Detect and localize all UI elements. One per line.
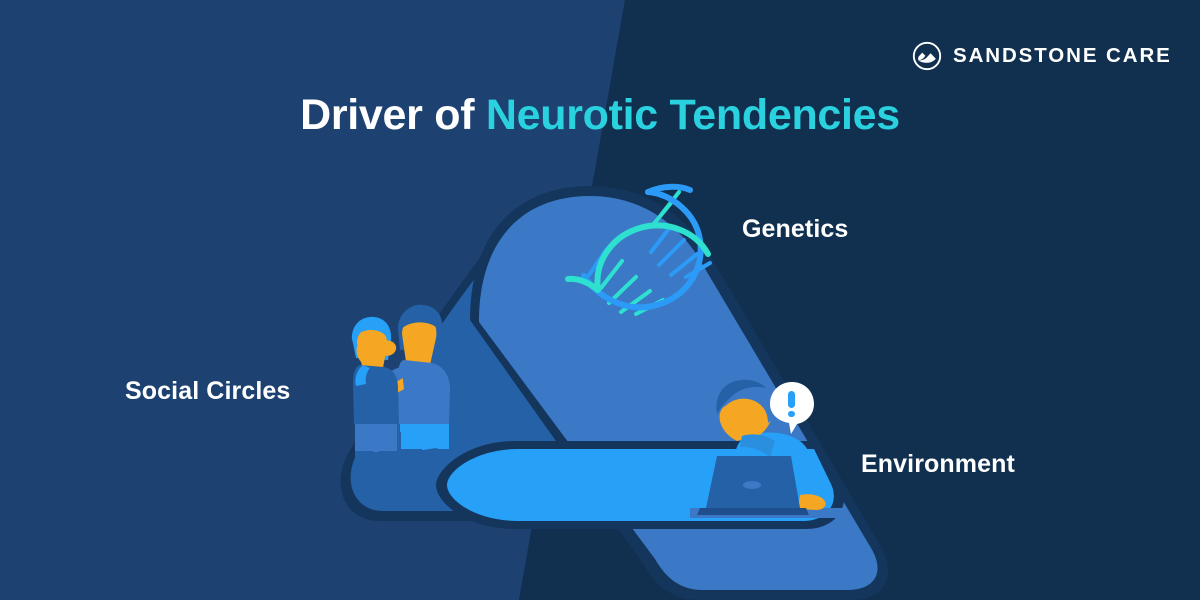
triangle-top-bar: [470, 186, 888, 600]
label-social-circles: Social Circles: [125, 377, 291, 405]
dna-helix-icon: [565, 183, 712, 316]
two-people-arguing-icon: [351, 304, 450, 459]
brand-logo[interactable]: SANDSTONE CARE: [912, 41, 1172, 71]
exclamation-speech-bubble-icon: [770, 382, 814, 434]
page-title-part-b: Neurotic Tendencies: [485, 91, 900, 139]
page-title-part-a: Driver of: [300, 91, 486, 139]
sandstone-mountain-circle-icon: [912, 41, 942, 71]
label-genetics: Genetics: [742, 215, 849, 243]
page-title: Driver of Neurotic Tendencies: [0, 91, 1200, 140]
label-environment: Environment: [861, 450, 1015, 478]
stressed-person-at-laptop-icon: [690, 379, 845, 518]
brand-logo-text: SANDSTONE CARE: [953, 44, 1172, 67]
